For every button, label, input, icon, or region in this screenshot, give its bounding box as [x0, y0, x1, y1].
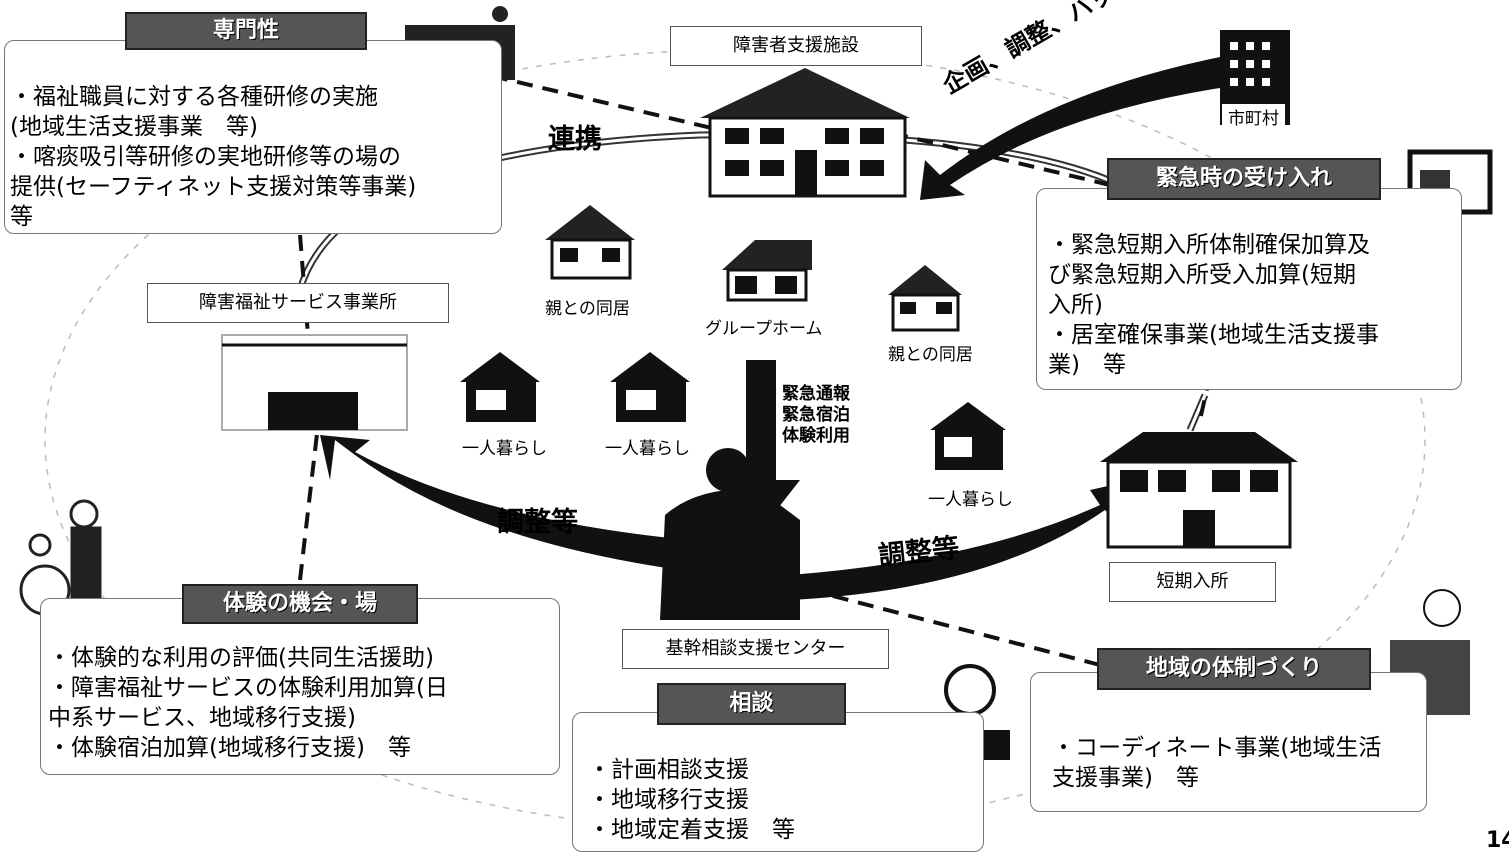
down-arrow [722, 360, 800, 530]
emergency-title: 緊急時の受け入れ [1107, 158, 1381, 200]
support-facility-label: 障害者支援施設 [670, 26, 922, 66]
arrow-to-short-stay [790, 480, 1135, 600]
alone-label-1: 一人暮らし [462, 439, 547, 459]
counselor-pair-icon [660, 448, 800, 620]
welfare-office-building [221, 334, 408, 431]
consultation-body: ・計画相談支援 ・地域移行支援 ・地域定着支援 等 [588, 757, 795, 843]
house-alone-1 [460, 352, 540, 422]
regional-title: 地域の体制づくり [1097, 648, 1371, 690]
support-facility-building [700, 68, 910, 198]
dash-emergency-facility [899, 133, 1111, 187]
experience-body: ・体験的な利用の評価(共同生活援助) ・障害福祉サービスの体験利用加算(日 中系… [48, 645, 448, 761]
house-parents-1 [545, 205, 635, 280]
house-parents-2 [888, 265, 962, 332]
house-alone-3 [930, 402, 1006, 470]
arrow-to-office [320, 435, 690, 570]
page-number: 14 [1486, 828, 1509, 853]
municipality-label: 市町村 [1222, 104, 1285, 129]
experience-box [40, 598, 560, 775]
house-alone-2 [610, 352, 690, 422]
regional-box [1030, 672, 1427, 812]
short-stay-building [1100, 432, 1298, 549]
dash-regional-center [809, 588, 1101, 667]
consultation-center-label: 基幹相談支援センター [622, 629, 889, 669]
center-arrow-text: 緊急通報 緊急宿泊 体験利用 [782, 384, 850, 446]
emergency-body: ・緊急短期入所体制確保加算及 び緊急短期入所受入加算(短期 入所) ・居室確保事… [1048, 232, 1379, 378]
home-parents-label-2: 親との同居 [888, 345, 973, 365]
short-stay-label: 短期入所 [1109, 562, 1276, 602]
consultation-title: 相談 [657, 683, 846, 725]
municipality-arrow [920, 55, 1240, 200]
expertise-title: 専門性 [125, 12, 367, 50]
expertise-body: ・福祉職員に対する各種研修の実施 (地域生活支援事業 等) ・喀痰吸引等研修の実… [10, 84, 417, 230]
home-parents-label-1: 親との同居 [545, 299, 630, 319]
coordination-left-label: 調整等 [497, 507, 578, 538]
cooperation-label: 連携 [548, 124, 602, 155]
house-group-home [722, 240, 812, 302]
alone-label-2: 一人暮らし [605, 439, 690, 459]
welfare-office-label: 障害福祉サービス事業所 [147, 283, 449, 323]
alone-label-3: 一人暮らし [928, 490, 1013, 510]
group-home-label: グループホーム [705, 319, 823, 339]
experience-title: 体験の機会・場 [182, 584, 418, 624]
dash-experience-office [298, 424, 320, 581]
regional-body: ・コーディネート事業(地域生活 支援事業) 等 [1052, 735, 1382, 791]
